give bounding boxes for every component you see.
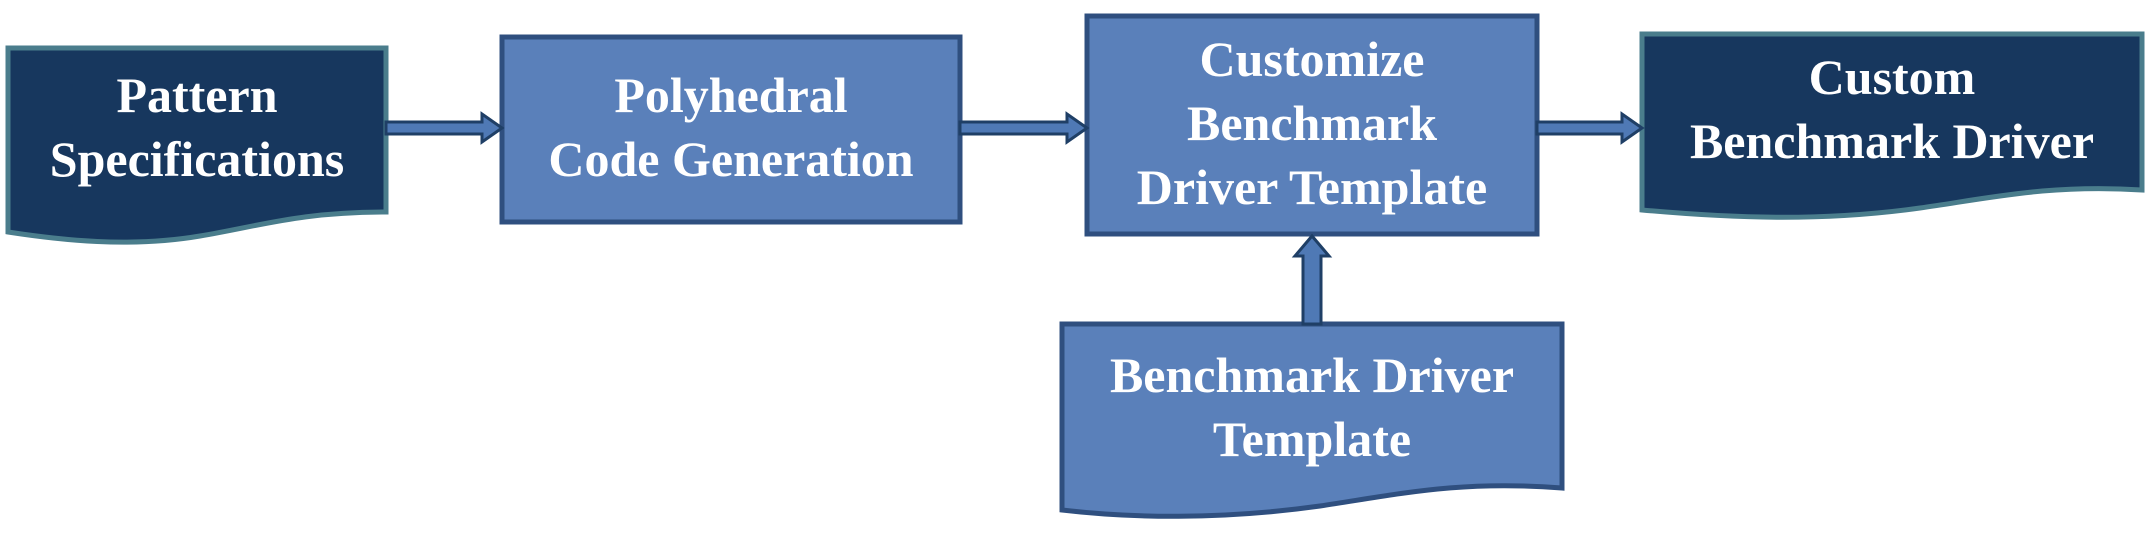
arrow-generation-to-customize (958, 111, 1090, 145)
custom-benchmark-driver-shape (1639, 31, 2145, 220)
customize-template-line-3: Driver Template (1137, 159, 1487, 215)
custom-benchmark-driver-line-1: Custom (1809, 49, 1976, 105)
benchmark-driver-template-line-1: Benchmark Driver (1110, 347, 1514, 403)
pattern-specifications-node: Pattern Specifications (5, 45, 389, 245)
polyhedral-code-generation-line-2: Code Generation (548, 131, 913, 187)
arrow-specifications-to-generation (384, 111, 505, 145)
customize-template-line-1: Customize (1200, 31, 1425, 87)
polyhedral-code-generation-node: Polyhedral Code Generation (499, 34, 963, 225)
customize-template-node: Customize Benchmark Driver Template (1084, 13, 1540, 237)
benchmark-driver-template-line-2: Template (1213, 411, 1411, 467)
polyhedral-code-generation-shape (499, 34, 963, 225)
customize-template-line-2: Benchmark (1187, 95, 1437, 151)
custom-benchmark-driver-node: Custom Benchmark Driver (1639, 31, 2145, 220)
pattern-specifications-line-2: Specifications (50, 131, 344, 187)
customize-template-shape (1084, 13, 1540, 237)
custom-benchmark-driver-line-2: Benchmark Driver (1690, 113, 2094, 169)
arrow-customize-to-driver (1535, 111, 1645, 145)
pattern-specifications-shape (5, 45, 389, 245)
polyhedral-code-generation-line-1: Polyhedral (614, 67, 847, 123)
benchmark-driver-template-node: Benchmark Driver Template (1059, 321, 1565, 519)
benchmark-driver-template-shape (1059, 321, 1565, 519)
pattern-specifications-line-1: Pattern (116, 67, 277, 123)
arrow-template-to-customize (1291, 233, 1333, 326)
